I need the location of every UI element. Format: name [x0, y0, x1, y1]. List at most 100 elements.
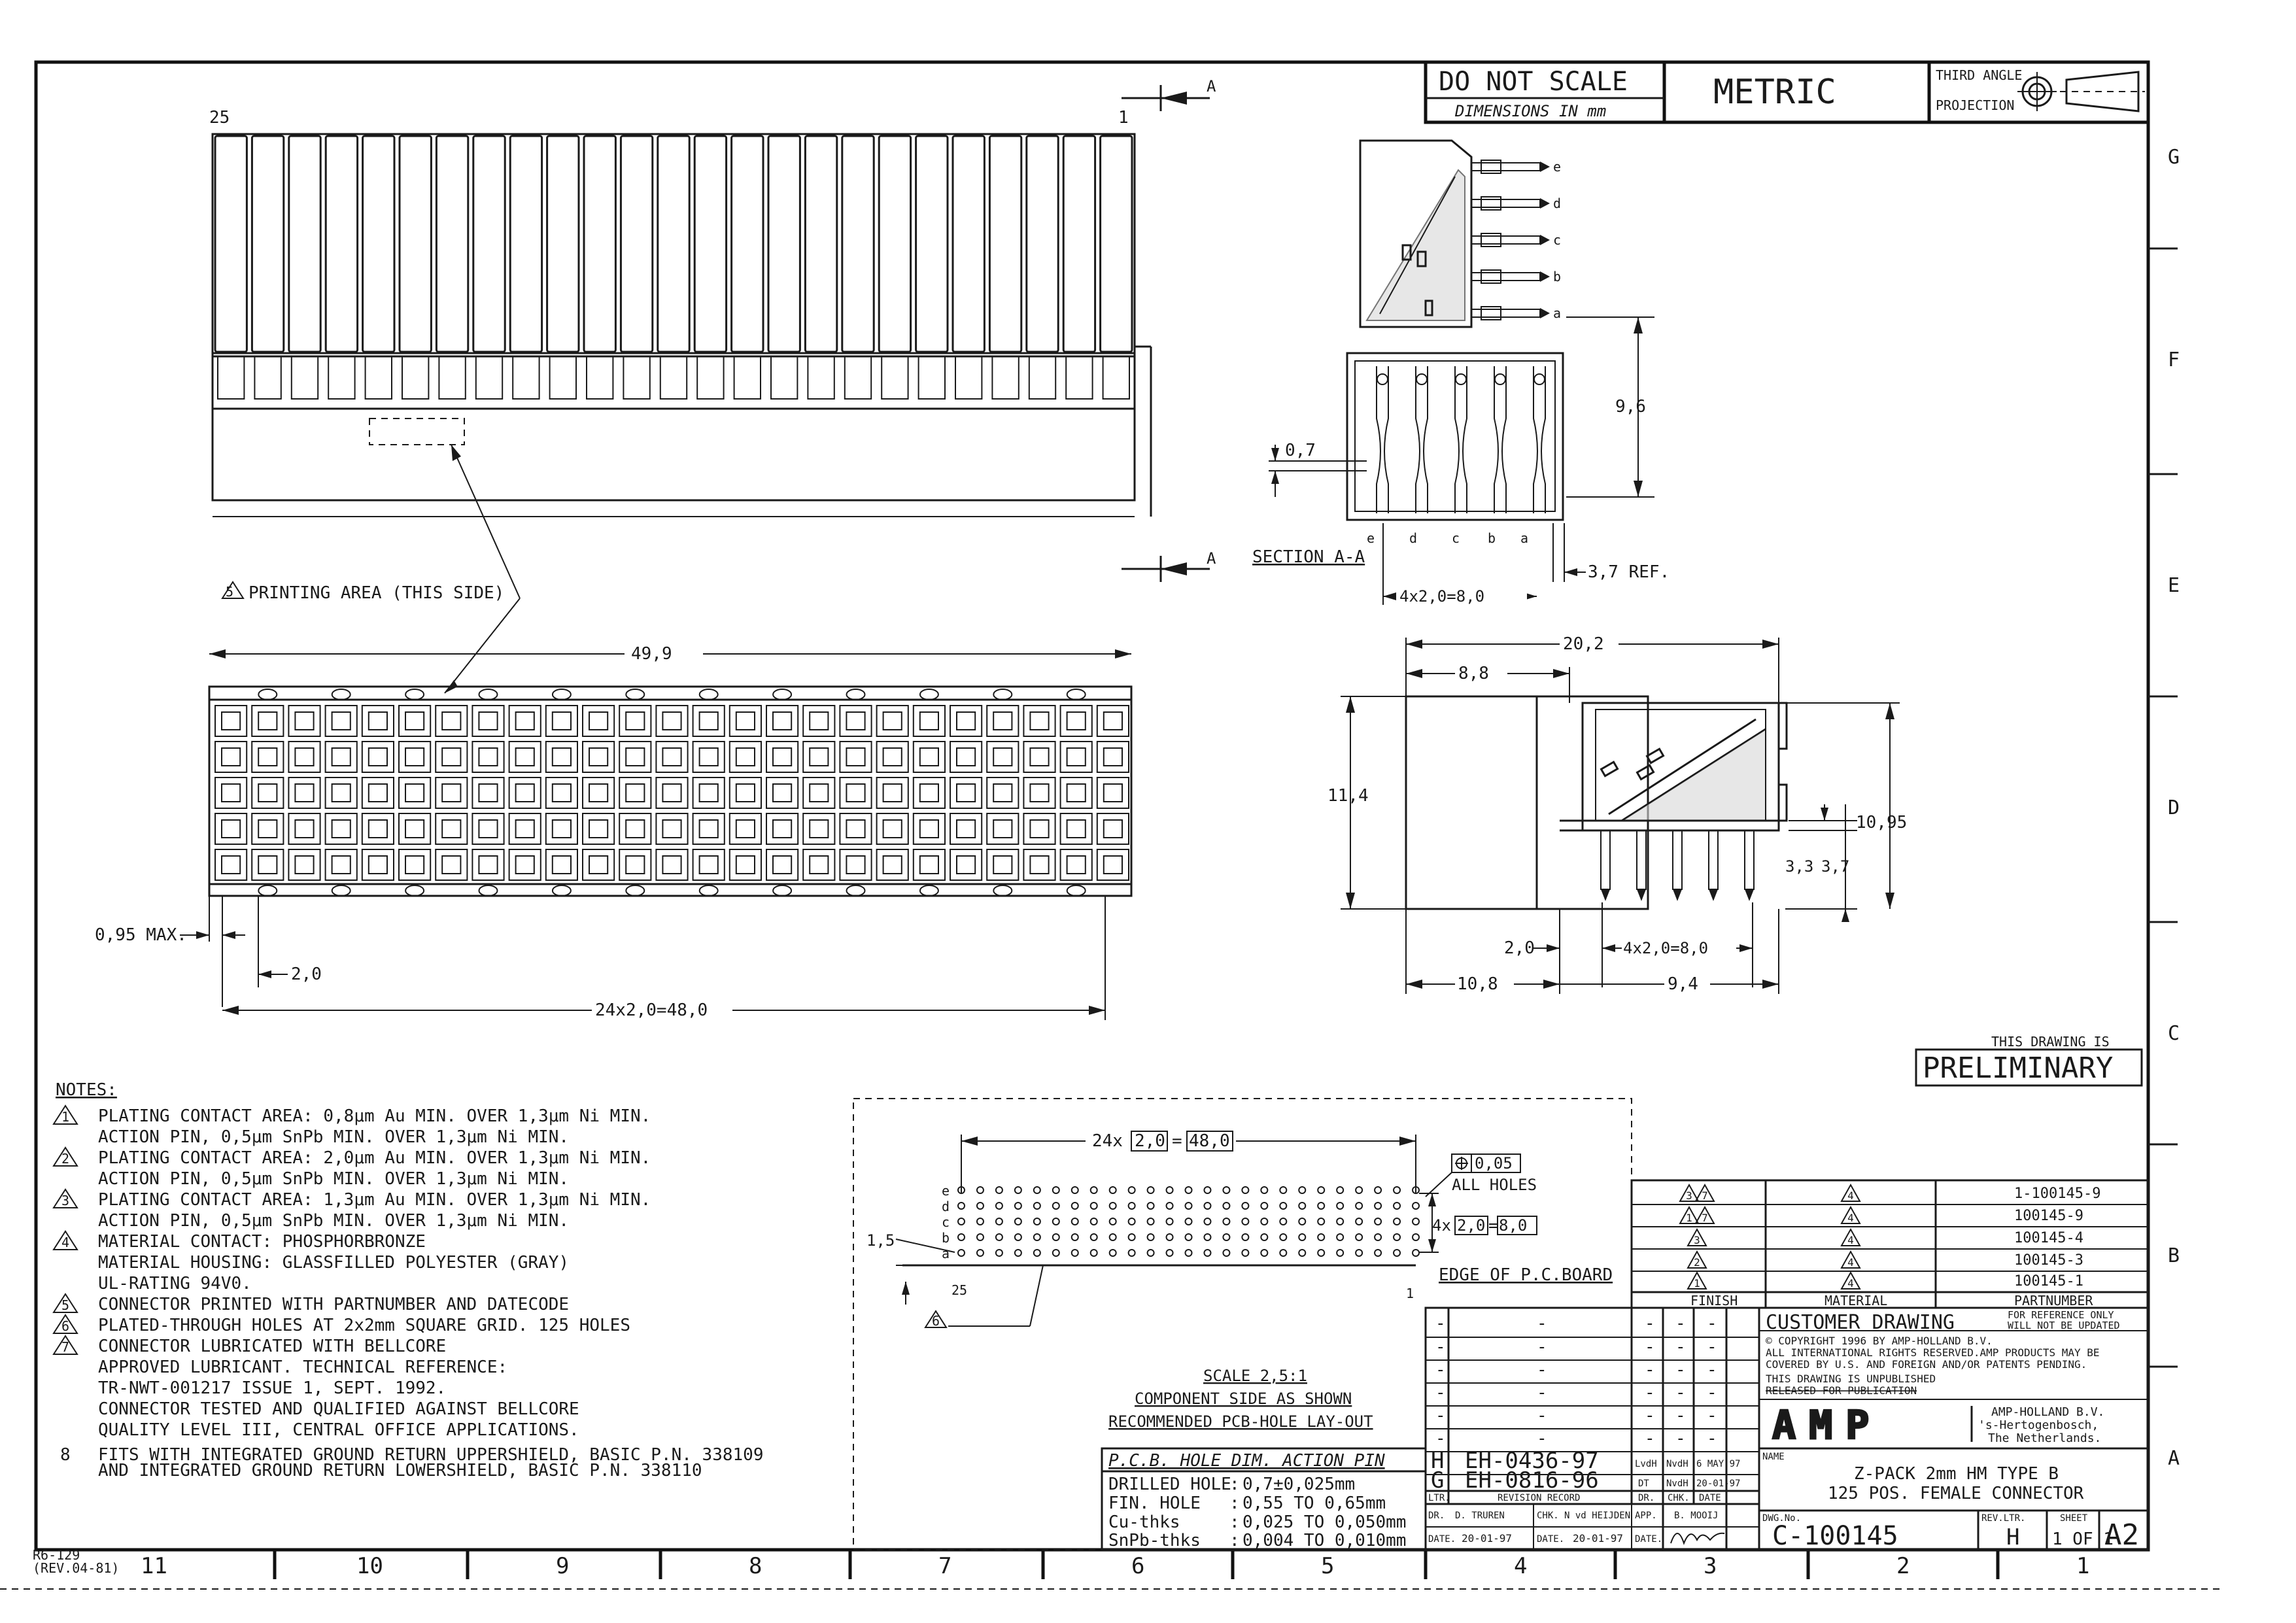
- zone-col-6: 6: [1131, 1553, 1144, 1579]
- hole-row-3-key: Cu-thks: [1108, 1512, 1180, 1532]
- hole-row-3-value: 0,025 TO 0,050mm: [1242, 1512, 1406, 1532]
- pcb-hole: [1033, 1249, 1041, 1257]
- dim-10-95-label: 10,95: [1856, 813, 1907, 832]
- pcb-hole: [1336, 1202, 1345, 1210]
- contact-cell: [1023, 849, 1056, 881]
- contact-opening: [809, 747, 829, 766]
- section-bottom-row-c: c: [1452, 530, 1460, 546]
- contact-opening: [919, 819, 940, 838]
- section-bottom-row-d: d: [1409, 530, 1417, 546]
- contact-opening: [846, 855, 866, 874]
- contact-opening: [625, 855, 645, 874]
- contact-cell: [728, 705, 762, 737]
- front-pin-1: 1: [1118, 108, 1129, 128]
- pcb-hole: [1298, 1202, 1307, 1210]
- section-bottom-row-e: e: [1367, 530, 1375, 546]
- revision-blank: -: [1707, 1337, 1717, 1357]
- contact-opening: [882, 855, 902, 874]
- contact-cell: [508, 741, 541, 773]
- contact-cell: [508, 705, 541, 737]
- pcb-hole: [1203, 1233, 1212, 1241]
- contact-cell: [582, 849, 615, 881]
- pcb-hole: [1374, 1249, 1382, 1257]
- pcb-hole: [976, 1186, 984, 1194]
- partnumber-value: 100145-4: [2014, 1230, 2083, 1246]
- contact-opening: [589, 747, 609, 766]
- bottom-view: [208, 685, 1133, 897]
- contact-opening: [441, 711, 462, 730]
- note-line: TR-NWT-001217 ISSUE 1, SEPT. 1992.: [98, 1378, 446, 1398]
- front-tooth-slot: [917, 356, 946, 400]
- front-tooth: [951, 135, 985, 353]
- dim-49-9: [209, 644, 1131, 664]
- note-triangle: [52, 1188, 78, 1208]
- revision-blank: -: [1537, 1429, 1547, 1448]
- contact-opening: [258, 711, 278, 730]
- contact-opening: [515, 711, 535, 730]
- side-pin-tip: [1709, 889, 1718, 901]
- section-contact-mirror: [1384, 366, 1389, 513]
- zone-col-9: 9: [556, 1553, 569, 1579]
- contact-opening: [625, 819, 645, 838]
- section-pin-tip: [1540, 198, 1550, 209]
- top-bump: [551, 689, 572, 700]
- contact-opening: [772, 783, 793, 802]
- pcb-hole: [1014, 1233, 1022, 1241]
- pcb-hole: [1336, 1233, 1345, 1241]
- top-bump: [625, 689, 645, 700]
- dim-20-2: [1405, 634, 1779, 703]
- front-tooth-slot: [475, 356, 504, 400]
- section-row-e: e: [1553, 159, 1561, 175]
- pcb-hole: [1108, 1186, 1117, 1194]
- rev-g-chk: NvdH: [1666, 1478, 1688, 1489]
- contact-cell: [1059, 813, 1093, 845]
- pcb-dim-4x: 4x: [1432, 1216, 1451, 1235]
- contact-opening: [846, 711, 866, 730]
- contact-opening: [258, 855, 278, 874]
- contact-cell: [986, 813, 1019, 845]
- contact-cell: [545, 705, 578, 737]
- pcb-hole: [1033, 1233, 1041, 1241]
- bottom-bump: [698, 885, 719, 897]
- contact-opening: [405, 855, 425, 874]
- contact-cell: [214, 777, 248, 809]
- bottom-bump: [919, 885, 939, 897]
- contact-opening: [1066, 747, 1086, 766]
- contact-opening: [405, 783, 425, 802]
- pcb-hole: [995, 1233, 1003, 1241]
- section-contact-mirror: [1462, 366, 1467, 513]
- pcb-hole: [1146, 1249, 1155, 1257]
- pcb-hole: [957, 1233, 965, 1241]
- pcb-dim-8-0: [1419, 1193, 1537, 1253]
- pcb-hole: [1127, 1233, 1136, 1241]
- top-bump: [698, 689, 719, 700]
- hole-row-2-value: 0,55 TO 0,65mm: [1242, 1494, 1386, 1513]
- contact-cell: [471, 777, 505, 809]
- contact-opening: [662, 819, 682, 838]
- pcb-hole: [1127, 1186, 1136, 1194]
- revision-blank: -: [1537, 1337, 1547, 1357]
- preliminary-box: [1915, 1048, 2143, 1087]
- pcb-hole: [1089, 1202, 1098, 1210]
- side-pin: [1636, 830, 1647, 890]
- dim-10-8-label: 10,8: [1457, 974, 1498, 994]
- contact-opening: [1103, 711, 1123, 730]
- sign-app-label: APP.: [1635, 1511, 1657, 1521]
- contact-opening: [368, 747, 388, 766]
- contact-opening: [405, 819, 425, 838]
- contact-opening: [589, 855, 609, 874]
- finish-mark: 1: [1694, 1277, 1700, 1290]
- pcb-hole: [1241, 1233, 1250, 1241]
- contact-cell: [692, 741, 725, 773]
- dim-side-8-0: [1602, 902, 1753, 987]
- contact-opening: [772, 711, 793, 730]
- zone-col-10: 10: [356, 1553, 383, 1579]
- dim-9-6-label: 9,6: [1615, 397, 1646, 417]
- contact-opening: [589, 819, 609, 838]
- note-number: 5: [61, 1297, 69, 1313]
- contact-opening: [258, 783, 278, 802]
- pn-header-partnumber: PARTNUMBER: [2014, 1293, 2093, 1308]
- revision-blank: -: [1645, 1406, 1655, 1426]
- section-a-a-view: [1346, 139, 1564, 521]
- revision-blank: -: [1537, 1314, 1547, 1333]
